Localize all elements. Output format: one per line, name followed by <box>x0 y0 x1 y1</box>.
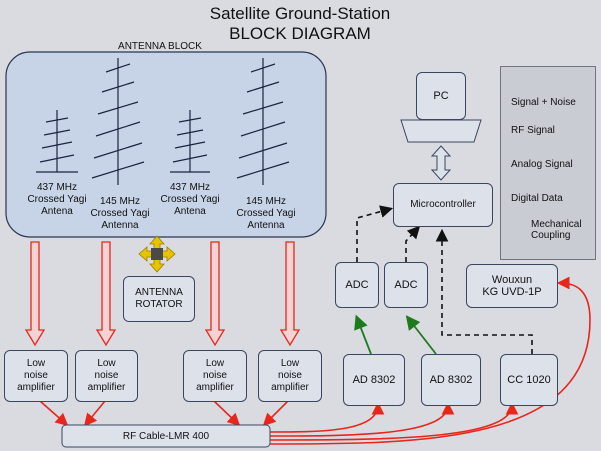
ad8302-box-1[interactable]: AD 8302 <box>343 354 405 406</box>
diagram-title-line1: Satellite Ground-Station <box>209 4 391 23</box>
legend-digital-label: Digital Data <box>511 193 563 204</box>
antenna-label-1: 437 MHz Crossed Yagi Antena <box>27 182 87 217</box>
antenna-label-2: 145 MHz Crossed Yagi Antenna <box>90 196 150 231</box>
antenna-block-label: ANTENNA BLOCK <box>118 41 202 52</box>
diagram-title-line2: BLOCK DIAGRAM <box>229 24 371 43</box>
yagi-antenna-4-icon <box>236 58 290 185</box>
antenna-label-4: 145 MHz Crossed Yagi Antenna <box>236 196 296 231</box>
rf-cable-label: RF Cable-LMR 400 <box>122 431 210 442</box>
yagi-antenna-1-icon <box>36 110 78 173</box>
wouxun-radio-box[interactable]: Wouxun KG UVD-1P <box>466 264 558 308</box>
ad8302-box-2[interactable]: AD 8302 <box>421 354 481 406</box>
digital-data-arrows <box>356 205 533 354</box>
cc1020-box[interactable]: CC 1020 <box>500 354 558 406</box>
rf-cable-shape <box>61 424 271 448</box>
lna-box-2[interactable]: Low noise amplifier <box>75 350 138 402</box>
pc-box[interactable]: PC <box>416 72 466 120</box>
pc-stand <box>400 119 482 143</box>
adc-box-1[interactable]: ADC <box>335 262 379 308</box>
antenna-label-3: 437 MHz Crossed Yagi Antena <box>160 182 220 217</box>
legend-analog-label: Analog Signal <box>511 159 573 170</box>
yagi-antenna-2-icon <box>91 58 145 185</box>
rf-lna-to-cable-arrows <box>39 400 289 427</box>
lna-box-1[interactable]: Low noise amplifier <box>4 350 68 402</box>
legend: Signal + Noise RF Signal Analog Signal D… <box>500 66 596 260</box>
legend-signal-noise-label: Signal + Noise <box>511 97 576 108</box>
mechanical-coupling-icon <box>138 235 176 273</box>
yagi-antenna-3-icon <box>170 110 210 173</box>
signal-noise-arrows <box>24 241 301 347</box>
adc-box-2[interactable]: ADC <box>384 262 428 308</box>
analog-signal-arrows <box>354 314 437 355</box>
lna-box-3[interactable]: Low noise amplifier <box>183 350 247 402</box>
microcontroller-box[interactable]: Microcontroller <box>393 183 493 227</box>
legend-rf-label: RF Signal <box>511 125 555 136</box>
pc-mcu-link-icon <box>430 145 452 181</box>
antenna-block-container <box>5 51 327 238</box>
lna-box-4[interactable]: Low noise amplifier <box>258 350 322 402</box>
antenna-rotator-box[interactable]: ANTENNA ROTATOR <box>123 276 195 322</box>
legend-mechanical-label: Mechanical Coupling <box>531 219 582 241</box>
